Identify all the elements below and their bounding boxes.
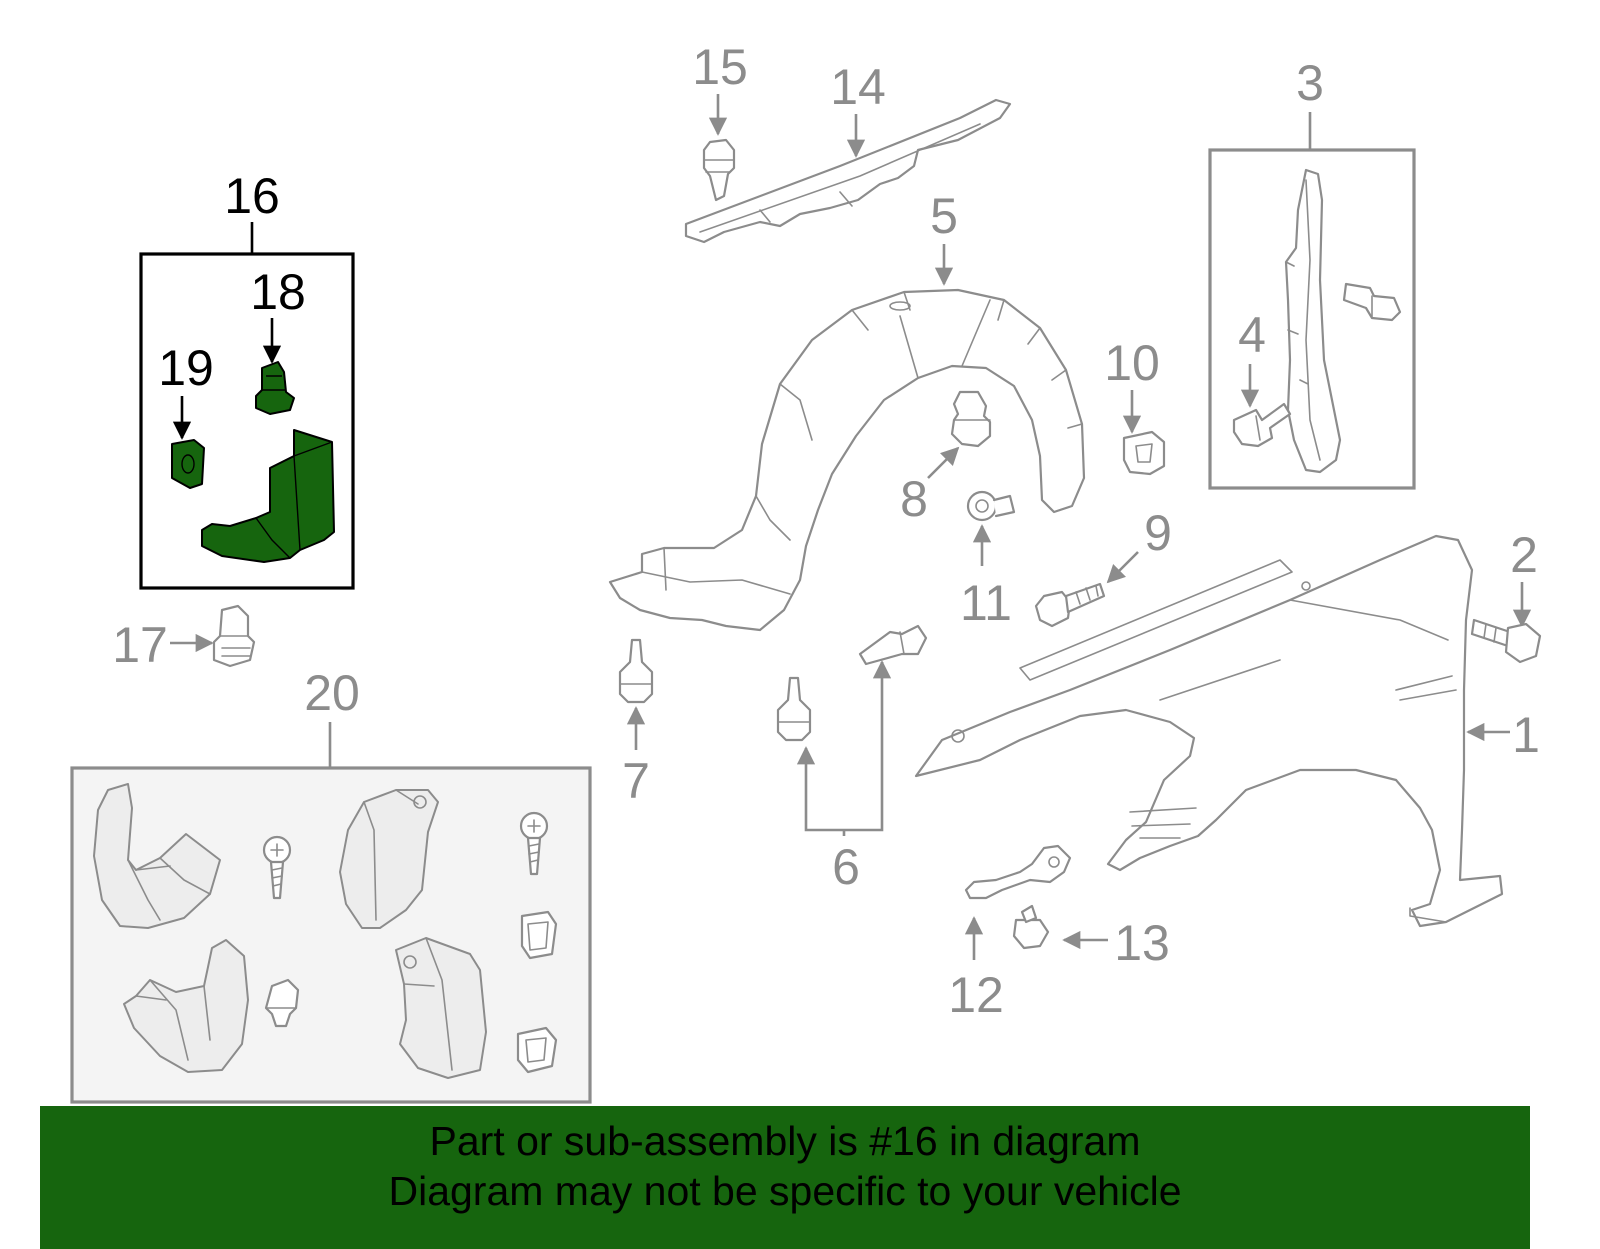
clip-17-icon[interactable] bbox=[212, 604, 256, 668]
part-16-assembly[interactable]: 16 18 19 bbox=[139, 168, 355, 590]
part-20-box bbox=[70, 766, 592, 1104]
callout-5: 5 bbox=[930, 188, 958, 244]
callout-18: 18 bbox=[250, 264, 306, 320]
part-4[interactable]: 4 bbox=[1232, 307, 1292, 448]
callout-19: 19 bbox=[158, 340, 214, 396]
bolt-2-icon[interactable] bbox=[1470, 618, 1542, 664]
bolt-9-icon[interactable] bbox=[1034, 582, 1106, 628]
part-20-kit[interactable]: 20 bbox=[70, 665, 592, 1104]
screw-icon bbox=[262, 835, 292, 900]
rear-mud-flap-lower-icon bbox=[123, 939, 249, 1073]
part-2[interactable]: 2 bbox=[1470, 527, 1542, 664]
callout-16: 16 bbox=[224, 168, 280, 224]
callout-2: 2 bbox=[1510, 527, 1538, 583]
part-1[interactable]: 1 bbox=[914, 534, 1540, 928]
part-15[interactable]: 15 bbox=[692, 39, 748, 202]
bracket-12-icon[interactable] bbox=[964, 844, 1072, 900]
front-splash-shield-upper-icon bbox=[339, 789, 439, 929]
fender-brace-14-icon[interactable] bbox=[684, 98, 1012, 244]
clip-15-icon[interactable] bbox=[702, 138, 736, 202]
clip-8-icon[interactable] bbox=[950, 390, 992, 448]
nut-clip-10-icon[interactable] bbox=[1122, 430, 1166, 476]
fender-bracket-3-icon[interactable] bbox=[1284, 168, 1342, 474]
screw-icon bbox=[519, 811, 549, 876]
grommet-11-icon[interactable] bbox=[966, 490, 1016, 522]
callout-17: 17 bbox=[112, 617, 168, 673]
leader-8 bbox=[927, 446, 960, 479]
callout-7: 7 bbox=[622, 753, 650, 809]
stud-6-upper-icon[interactable] bbox=[858, 624, 928, 666]
fender-liner-5-icon[interactable] bbox=[608, 288, 1086, 632]
part-17[interactable]: 17 bbox=[112, 604, 256, 673]
part-14[interactable]: 14 bbox=[684, 59, 1012, 244]
mud-guard-16-icon[interactable] bbox=[201, 429, 335, 563]
part-9[interactable]: 9 bbox=[1034, 505, 1172, 628]
part-16-box bbox=[139, 252, 355, 590]
callout-11: 11 bbox=[960, 575, 1012, 631]
callout-10: 10 bbox=[1104, 335, 1160, 391]
bolt-13-icon[interactable] bbox=[1012, 904, 1050, 950]
part-5[interactable]: 5 bbox=[608, 188, 1086, 632]
callout-13: 13 bbox=[1114, 915, 1170, 971]
part-3[interactable]: 3 bbox=[1208, 55, 1416, 490]
callout-6: 6 bbox=[832, 839, 860, 895]
banner-line-disclaimer: Diagram may not be specific to your vehi… bbox=[388, 1168, 1182, 1214]
callout-3: 3 bbox=[1296, 55, 1324, 111]
part-7[interactable]: 7 bbox=[618, 638, 654, 809]
leader-6 bbox=[804, 662, 884, 832]
part-12[interactable]: 12 bbox=[948, 844, 1072, 1023]
callout-8: 8 bbox=[900, 471, 928, 527]
clip-3-icon bbox=[1342, 282, 1402, 322]
rear-mud-flap-upper-icon bbox=[93, 783, 221, 929]
part-8[interactable]: 8 bbox=[900, 390, 992, 527]
part-13[interactable]: 13 bbox=[1012, 904, 1170, 971]
clip-18-icon[interactable] bbox=[255, 361, 295, 415]
banner-line-part-number: Part or sub-assembly is #16 in diagram bbox=[429, 1118, 1141, 1164]
push-clip-icon bbox=[264, 978, 300, 1028]
clip-19-icon[interactable] bbox=[171, 439, 205, 489]
callout-4: 4 bbox=[1238, 307, 1266, 363]
callout-12: 12 bbox=[948, 967, 1004, 1023]
callout-14: 14 bbox=[830, 59, 886, 115]
part-11[interactable]: 11 bbox=[960, 490, 1016, 631]
stud-6-lower-icon[interactable] bbox=[776, 676, 812, 742]
front-fender-1-icon[interactable] bbox=[914, 534, 1504, 928]
nut-clip-icon bbox=[520, 910, 558, 960]
clip-4-icon[interactable] bbox=[1232, 402, 1292, 448]
disclaimer-banner: Part or sub-assembly is #16 in diagram D… bbox=[40, 1106, 1530, 1249]
callout-15: 15 bbox=[692, 39, 748, 95]
stud-7-icon[interactable] bbox=[618, 638, 654, 704]
callout-1: 1 bbox=[1512, 707, 1540, 763]
part-3-box bbox=[1208, 148, 1416, 490]
leader-9 bbox=[1106, 551, 1139, 584]
callout-9: 9 bbox=[1144, 505, 1172, 561]
nut-clip-icon bbox=[516, 1026, 558, 1074]
part-10[interactable]: 10 bbox=[1104, 335, 1166, 476]
front-splash-shield-lower-icon bbox=[395, 937, 487, 1079]
part-6[interactable]: 6 bbox=[776, 624, 928, 895]
callout-20: 20 bbox=[304, 665, 360, 721]
